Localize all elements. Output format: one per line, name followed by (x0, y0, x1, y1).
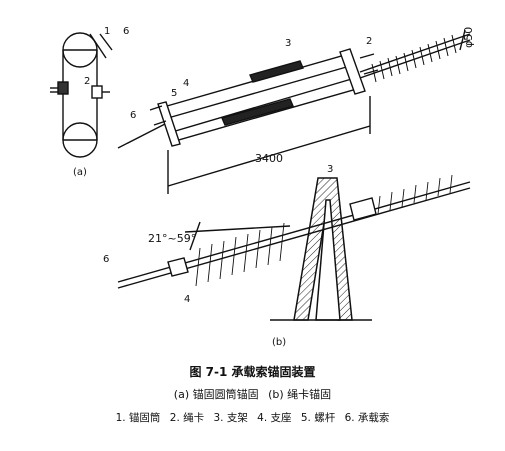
cable-b (117, 181, 471, 289)
support-frame (270, 177, 372, 321)
dim-diameter: φ50 (462, 27, 475, 48)
anchor-cylinder-assembly (117, 29, 471, 194)
cable-left (117, 123, 166, 149)
label-6-a2: 6 (130, 110, 136, 121)
subcaption-line: (a) 锚固圆筒锚固 (b) 绳卡锚固 (0, 386, 505, 402)
legend-item: 3. 支架 (213, 412, 248, 424)
figure-title: 图 7-1 承载索锚固装置 (189, 365, 316, 379)
legend-item: 4. 支座 (257, 412, 292, 424)
legend-item: 1. 锚固筒 (115, 412, 161, 424)
label-4-a: 4 (183, 78, 189, 89)
angle-range: 21°~59° (148, 232, 196, 245)
label-2-a2: 2 (366, 36, 372, 47)
label-6-a: 6 (123, 26, 129, 37)
label-1-a: 1 (104, 26, 110, 37)
subcaption-b: (b) 绳卡锚固 (268, 388, 332, 401)
subcaption-a: (a) 锚固圆筒锚固 (173, 388, 259, 401)
sublabel-a: (a) (73, 167, 87, 178)
legend-item: 5. 螺杆 (300, 412, 336, 424)
label-3-b: 3 (327, 164, 333, 175)
label-2-a: 2 (84, 76, 90, 87)
parts-legend: 1. 锚固筒 2. 绳卡 3. 支架 4. 支座 5. 螺杆 6. 承载索 (0, 410, 505, 425)
label-3-a: 3 (285, 38, 291, 49)
sublabel-b: (b) (272, 337, 286, 348)
legend-item: 6. 承载索 (344, 412, 390, 424)
legend-item: 2. 绳卡 (169, 412, 205, 424)
anchor-diagram: 1 6 2 (a) 3 2 4 (50, 26, 475, 348)
label-6-b: 6 (103, 254, 109, 265)
drum-schematic (50, 32, 113, 158)
rod-threads-b (195, 174, 453, 287)
dim-length: 3400 (255, 152, 283, 165)
rod-threads-a (371, 34, 457, 83)
label-4-b: 4 (184, 294, 190, 305)
label-5-a: 5 (171, 88, 177, 99)
